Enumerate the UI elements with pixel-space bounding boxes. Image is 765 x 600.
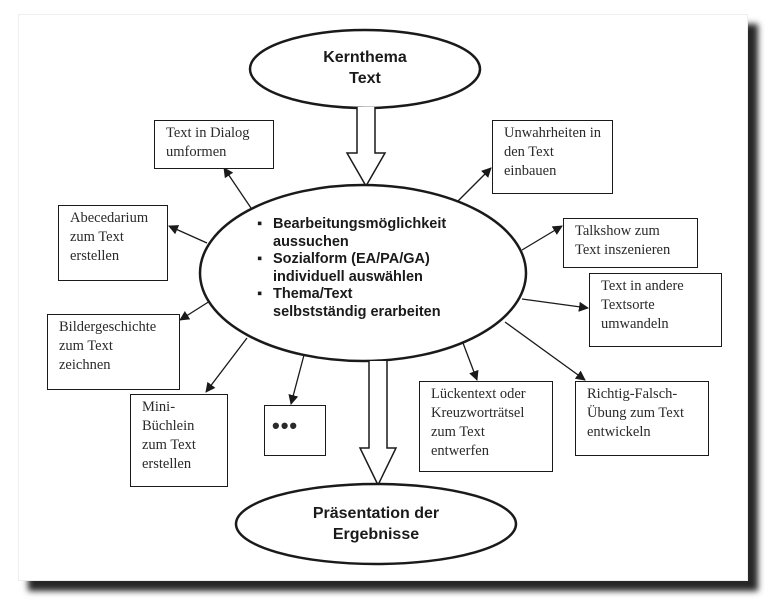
option-box-mini-buechlein: Mini- Büchlein zum Text erstellen <box>130 394 228 487</box>
center-node-list: ▪ Bearbeitungsmöglichkeit aussuchen ▪ Sozi… <box>255 216 515 321</box>
option-box-talkshow: Talkshow zum Text inszenieren <box>563 218 698 268</box>
bottom-node-label: Präsentation der Ergebnisse <box>312 505 440 543</box>
flow-arrow-bottom <box>358 361 398 487</box>
connector-richtig-falsch <box>504 321 586 381</box>
center-item-3: ▪ Thema/Text selbstständig erarbeiten <box>255 286 515 321</box>
option-box-textsorte: Text in andere Textsorte umwandeln <box>589 273 722 347</box>
connector-bildergeschichte <box>179 300 211 321</box>
option-box-richtig-falsch: Richtig-Falsch- Übung zum Text entwickel… <box>575 381 709 456</box>
option-box-bildergeschichte: Bildergeschichte zum Text zeichnen <box>47 314 180 390</box>
connector-abecedarium <box>168 225 208 244</box>
connector-textsorte <box>521 298 589 312</box>
bullet-icon: ▪ <box>257 251 263 267</box>
bullet-icon: ▪ <box>257 286 263 302</box>
connector-more <box>288 354 305 405</box>
option-box-abecedarium: Abecedarium zum Text erstellen <box>58 205 168 281</box>
option-box-unwahrheiten: Unwahrheiten in den Text einbauen <box>492 120 613 194</box>
option-box-text-in-dialog: Text in Dialog umformen <box>154 120 274 169</box>
center-item-text: Sozialform (EA/PA/GA) individuell auswäh… <box>273 251 430 285</box>
center-item-text: Bearbeitungsmöglichkeit aussuchen <box>273 216 447 250</box>
center-ellipse <box>198 183 528 363</box>
connector-mini-buechlein <box>205 337 248 393</box>
connector-unwahrheiten <box>457 167 492 202</box>
connector-lueckentext <box>462 342 479 381</box>
connector-talkshow <box>521 225 563 251</box>
top-node-label: Kernthema Text <box>323 49 407 87</box>
option-box-lueckentext: Lückentext oder Kreuzworträtsel zum Text… <box>419 381 553 472</box>
connector-text-in-dialog <box>223 167 252 209</box>
flow-arrow-top <box>345 107 387 188</box>
center-item-1: ▪ Bearbeitungsmöglichkeit aussuchen <box>255 216 515 251</box>
bullet-icon: ▪ <box>257 216 263 232</box>
option-box-more: ••• <box>264 405 326 456</box>
center-item-text: Thema/Text selbstständig erarbeiten <box>273 286 441 320</box>
center-item-2: ▪ Sozialform (EA/PA/GA) individuell auswä… <box>255 251 515 286</box>
bottom-ellipse <box>234 482 518 566</box>
